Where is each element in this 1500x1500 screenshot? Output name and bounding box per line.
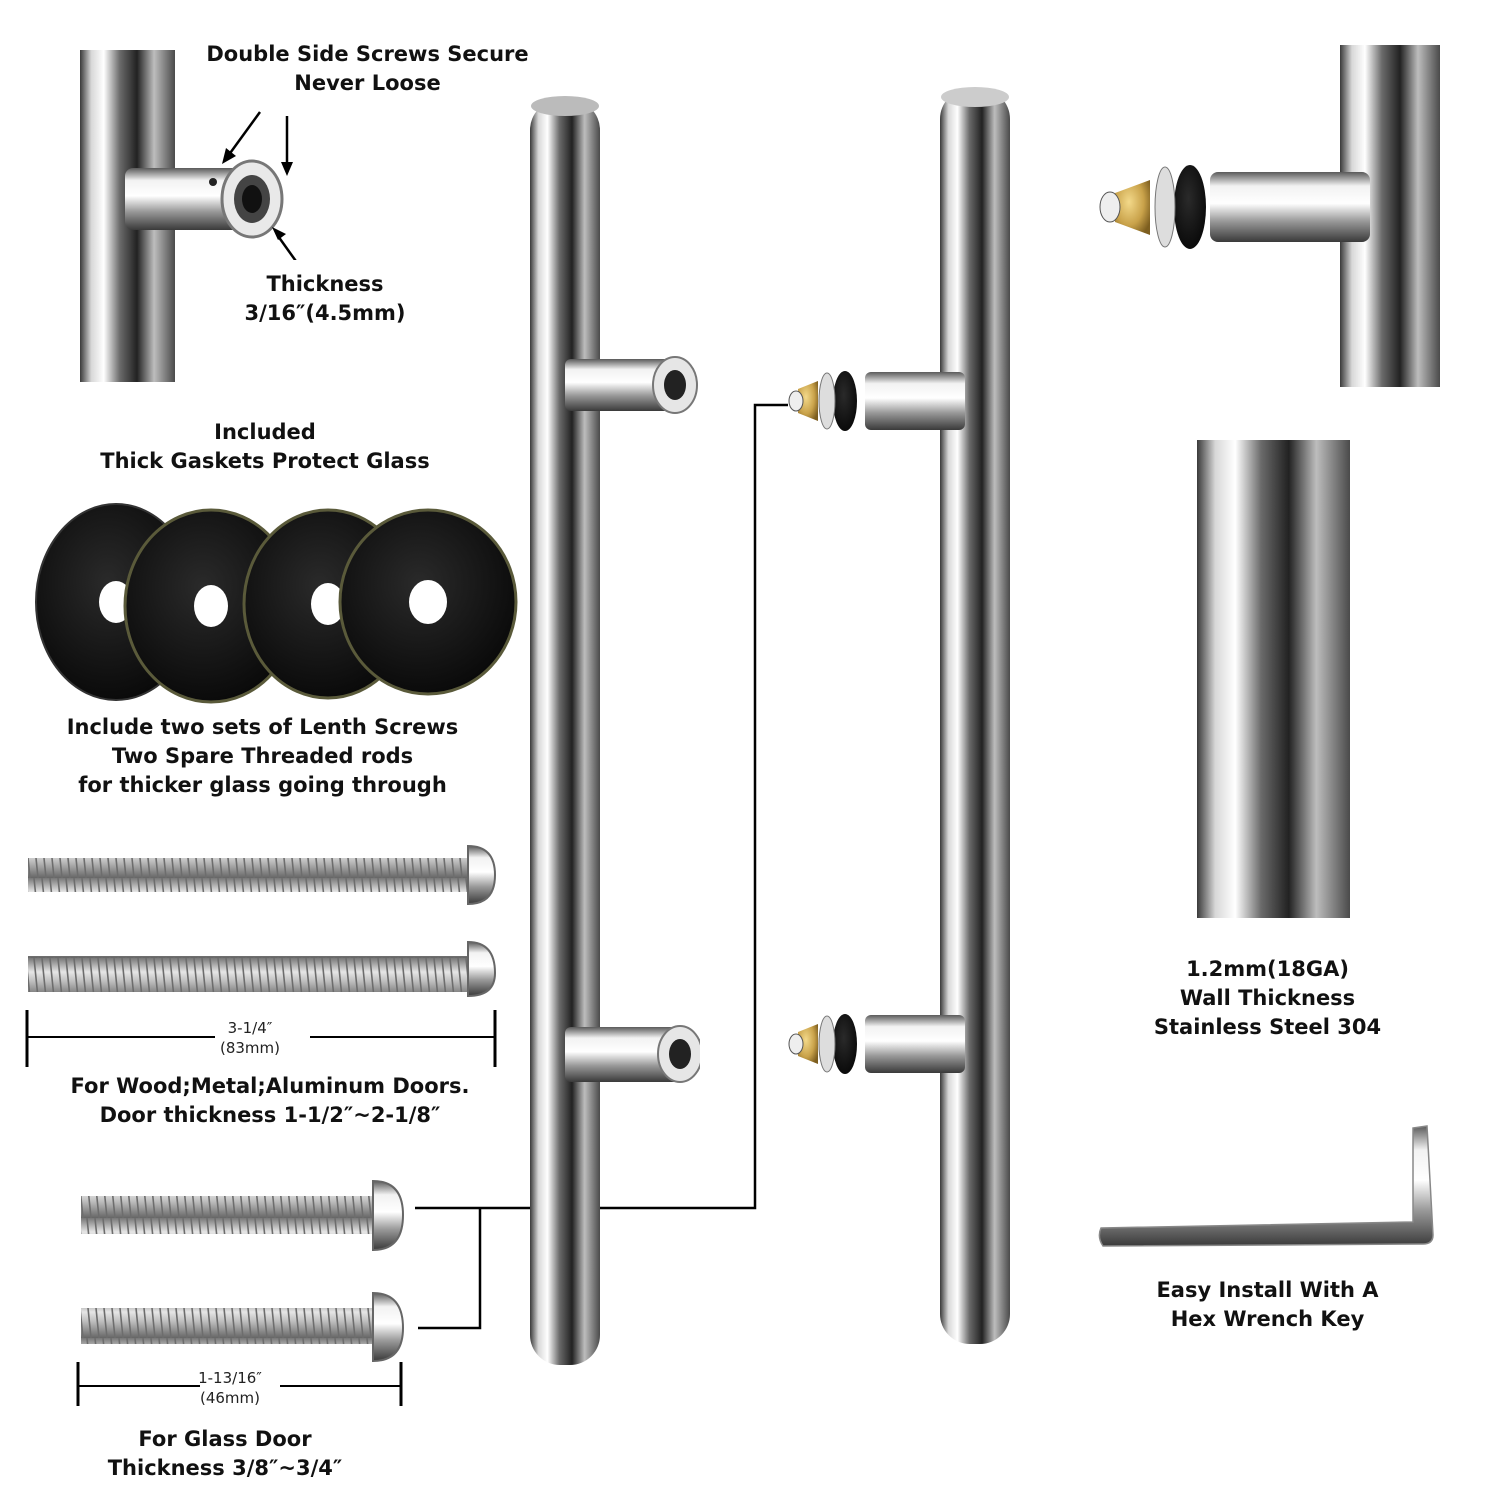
length-screws-label: Include two sets of Lenth Screws Two Spa… [66,715,459,797]
thickness-label: Thickness 3/16″(4.5mm) [244,272,406,325]
fitting-detail-photo [1090,45,1440,387]
short-dimension-label: 1-13/16″ (46mm) [198,1369,262,1407]
wood-door-label: For Wood;Metal;Aluminum Doors. Door thic… [70,1074,470,1127]
standoff-detail-photo [80,50,300,382]
long-screw-icon [28,844,497,906]
short-dimension-line [76,1362,403,1406]
short-screw-icon [81,1291,405,1363]
tube-closeup-photo [1197,440,1350,918]
hex-wrench-icon [1098,1125,1434,1247]
long-dimension-line [25,1010,497,1067]
screws-secure-label: Double Side Screws Secure Never Loose [206,42,529,95]
short-screw-icon [81,1179,405,1252]
long-screw-icon [28,940,497,998]
glass-door-label: For Glass Door Thickness 3/8″~3/4″ [107,1427,343,1480]
handle-image [530,96,700,1365]
long-dimension-label: 3-1/4″ (83mm) [219,1019,280,1057]
gasket-icon [338,508,518,696]
long-screws-image [28,844,497,998]
arrow-icons [222,111,297,260]
handle-with-fittings-image [788,87,1010,1344]
gaskets-label: Included Thick Gaskets Protect Glass [100,420,430,473]
wall-thickness-label: 1.2mm(18GA) Wall Thickness Stainless Ste… [1153,957,1382,1039]
hex-wrench-label: Easy Install With A Hex Wrench Key [1156,1278,1379,1331]
short-screws-image [81,1179,405,1363]
gaskets-image [35,503,518,704]
